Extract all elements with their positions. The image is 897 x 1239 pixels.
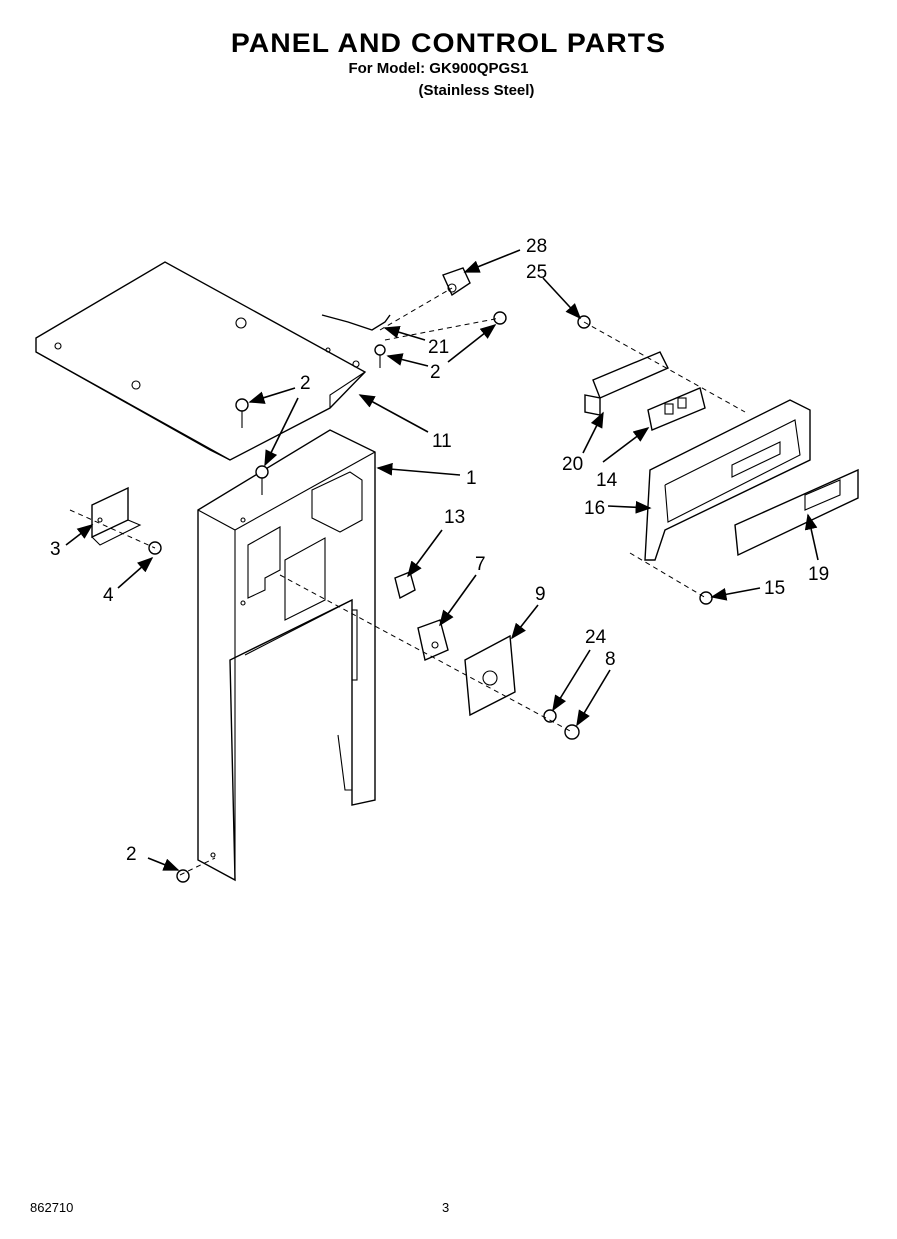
switch-board-part-14 xyxy=(647,387,706,431)
callout-4: 4 xyxy=(103,585,114,606)
switch-part-7 xyxy=(417,619,449,661)
callout-13: 13 xyxy=(444,507,465,528)
model-line: For Model: GK900QPGS1 xyxy=(348,60,529,77)
assembly-lines xyxy=(69,287,746,876)
callout-labels: 28 25 21 2 2 11 1 2 20 14 16 13 3 4 7 9 … xyxy=(50,236,829,865)
control-console-part-16 xyxy=(644,399,811,561)
callout-leaders xyxy=(65,249,819,871)
page-title: PANEL AND CONTROL PARTS xyxy=(230,28,667,58)
callout-11: 11 xyxy=(432,431,452,452)
callout-21: 21 xyxy=(428,337,449,358)
main-panel-part xyxy=(197,429,376,882)
callout-9: 9 xyxy=(535,584,546,605)
bracket-part-3 xyxy=(91,486,142,546)
callout-25: 25 xyxy=(526,262,547,283)
switch-part-13 xyxy=(394,571,416,600)
overlay-part-19 xyxy=(734,468,859,557)
callout-19: 19 xyxy=(808,564,829,585)
nut-part-24 xyxy=(543,709,557,723)
callout-20: 20 xyxy=(562,454,583,475)
screw-parts xyxy=(148,311,713,883)
callout-2-upper-right: 2 xyxy=(430,362,441,383)
document-number: 862710 xyxy=(30,1200,74,1215)
callout-3: 3 xyxy=(50,539,61,560)
callout-7: 7 xyxy=(475,554,486,575)
top-plate-part xyxy=(35,261,367,461)
variant-line: (Stainless Steel) xyxy=(418,82,535,99)
knob-part-8 xyxy=(564,724,580,740)
callout-24: 24 xyxy=(585,627,607,648)
control-plate-part-9 xyxy=(464,634,516,717)
bracket-part-21 xyxy=(321,314,391,331)
callout-2-upper-left: 2 xyxy=(300,373,311,394)
page-number: 3 xyxy=(442,1200,450,1215)
callout-8: 8 xyxy=(605,649,616,670)
callout-1: 1 xyxy=(466,468,477,489)
callout-2-left: 2 xyxy=(126,844,137,865)
callout-15: 15 xyxy=(764,578,785,599)
callout-16: 16 xyxy=(584,498,605,519)
callout-28: 28 xyxy=(526,236,547,257)
clip-part-28 xyxy=(442,267,471,297)
callout-14: 14 xyxy=(596,470,618,491)
